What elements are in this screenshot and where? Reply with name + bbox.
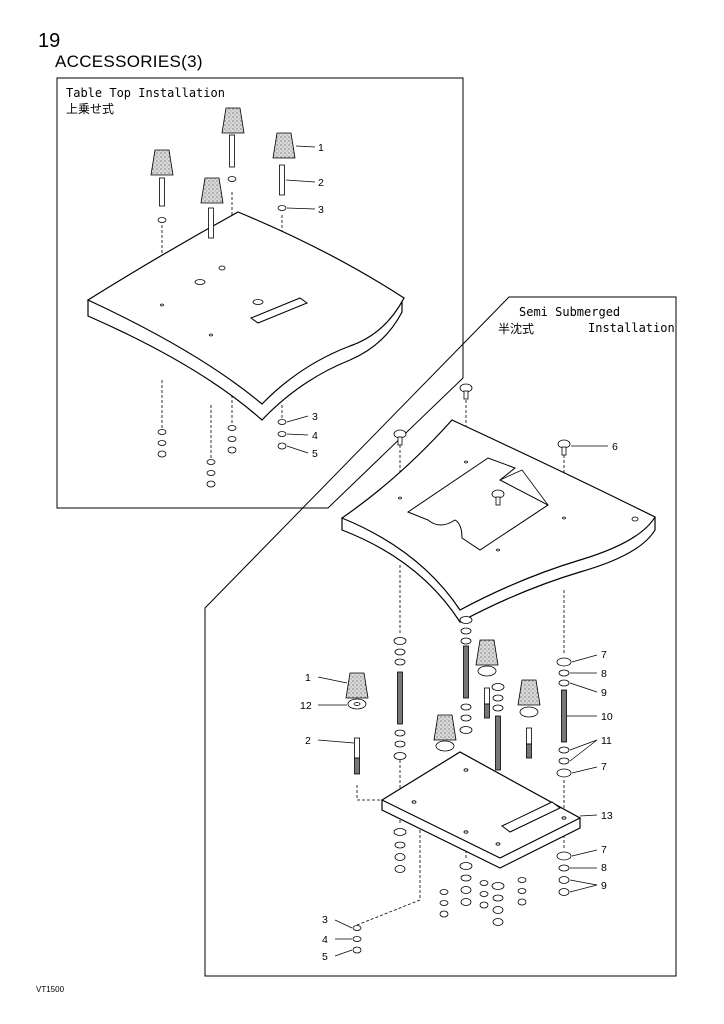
callout-11: 11 [601, 735, 612, 747]
callout-3-table-lower: 3 [312, 411, 318, 423]
callout-7-middle: 7 [601, 761, 607, 773]
page-number: 19 [38, 30, 61, 52]
table-top-rubber-feet [150, 107, 296, 204]
table-top-bolts [159, 134, 285, 239]
callout-1-table: 1 [318, 142, 324, 154]
callout-9-lower: 9 [601, 880, 607, 892]
semi-submerged-title-line2: Installation [588, 321, 675, 335]
table-top-board [86, 211, 405, 421]
callout-4-semi: 4 [322, 934, 328, 946]
table-top-leaders [285, 145, 316, 454]
callout-3-semi: 3 [322, 914, 328, 926]
drawing-code: VT1500 [36, 985, 65, 994]
semi-submerged-title-line1: Semi Submerged [519, 305, 621, 319]
callout-6: 6 [612, 441, 618, 453]
callout-10: 10 [601, 711, 613, 723]
table-top-title: Table Top Installation [66, 86, 225, 100]
callout-8-lower: 8 [601, 862, 607, 874]
callout-5-semi: 5 [322, 951, 328, 963]
semi-threaded-rods [397, 645, 567, 771]
semi-screws [393, 383, 571, 506]
callout-2-semi: 2 [305, 735, 311, 747]
table-top-washers [157, 176, 287, 488]
table-top-subtitle: 上乗せ式 [66, 102, 115, 116]
semi-base-plate [380, 751, 582, 869]
callout-8-upper: 8 [601, 668, 607, 680]
semi-leaders [317, 445, 608, 957]
callout-12: 12 [300, 700, 312, 712]
callout-3-table: 3 [318, 204, 324, 216]
semi-rubber-feet [345, 639, 541, 741]
callout-9-upper: 9 [601, 687, 607, 699]
callout-1-semi: 1 [305, 672, 311, 684]
semi-lower-washers [352, 828, 572, 954]
callout-13: 13 [601, 810, 613, 822]
semi-upper-board [340, 419, 656, 623]
callout-7-lower: 7 [601, 844, 607, 856]
callout-2-table: 2 [318, 177, 324, 189]
callout-7-upper: 7 [601, 649, 607, 661]
callout-4-table: 4 [312, 430, 318, 442]
table-top-frame [56, 77, 464, 509]
semi-submerged-frame [204, 296, 677, 977]
callout-5-table: 5 [312, 448, 318, 460]
page-title: ACCESSORIES(3) [55, 52, 203, 71]
semi-submerged-subtitle: 半沈式 [498, 322, 535, 336]
